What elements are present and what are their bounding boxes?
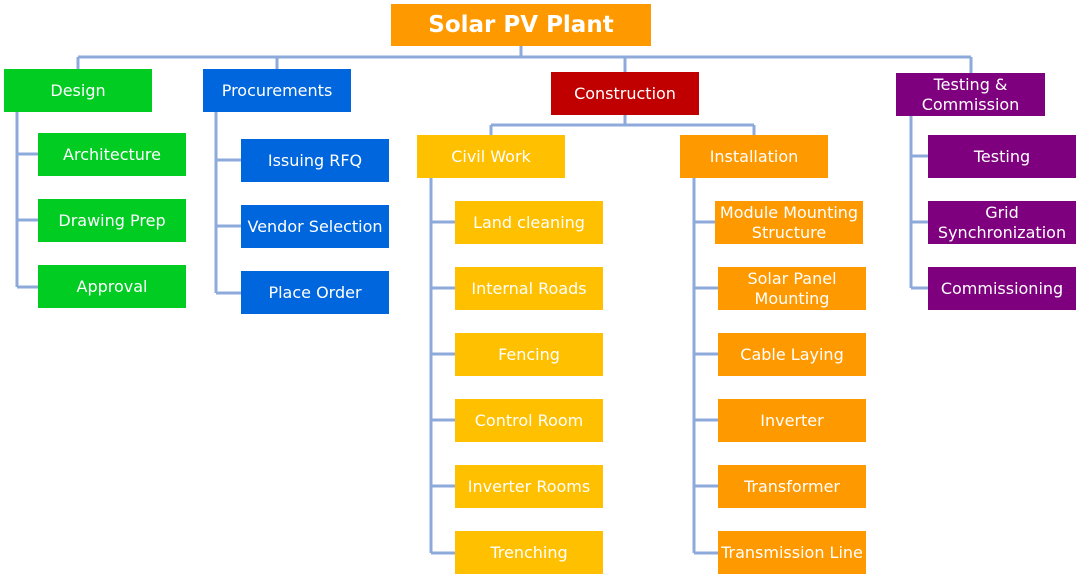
civil-work-item: Trenching xyxy=(455,531,603,574)
design-item: Drawing Prep xyxy=(38,199,186,242)
installation-item: Transformer xyxy=(718,465,866,508)
installation-item: Cable Laying xyxy=(718,333,866,376)
civil-work-item: Land cleaning xyxy=(455,201,603,244)
connector-design-children xyxy=(15,112,38,289)
civil-work-item: Internal Roads xyxy=(455,267,603,310)
civil-work-item: Inverter Rooms xyxy=(455,465,603,508)
testing-commission-node: Testing & Commission xyxy=(896,73,1045,116)
design-item: Approval xyxy=(38,265,186,308)
connector-civil-children xyxy=(429,178,455,555)
installation-item: Module Mounting Structure xyxy=(715,201,863,244)
installation-item: Inverter xyxy=(718,399,866,442)
procurement-item: Place Order xyxy=(241,271,389,314)
civil-work-item: Fencing xyxy=(455,333,603,376)
procurement-item: Issuing RFQ xyxy=(241,139,389,182)
installation-item: Transmission Line xyxy=(718,531,866,574)
testing-item: Commissioning xyxy=(928,267,1076,310)
connector-installation-children xyxy=(692,178,718,555)
testing-item: Testing xyxy=(928,135,1076,178)
construction-node: Construction xyxy=(551,72,699,115)
testing-item: Grid Synchronization xyxy=(928,201,1076,244)
installation-node: Installation xyxy=(680,135,828,178)
root-node: Solar PV Plant xyxy=(391,4,651,46)
civil-work-node: Civil Work xyxy=(417,135,565,178)
design-item: Architecture xyxy=(38,133,186,176)
connector-construction-split xyxy=(489,115,756,135)
installation-item: Solar Panel Mounting xyxy=(718,267,866,310)
connector-testing-children xyxy=(909,116,928,290)
civil-work-item: Control Room xyxy=(455,399,603,442)
procurement-node: Procurements xyxy=(203,69,351,112)
procurement-item: Vendor Selection xyxy=(241,205,389,248)
design-node: Design xyxy=(4,69,152,112)
connector-procurement-children xyxy=(214,112,241,295)
